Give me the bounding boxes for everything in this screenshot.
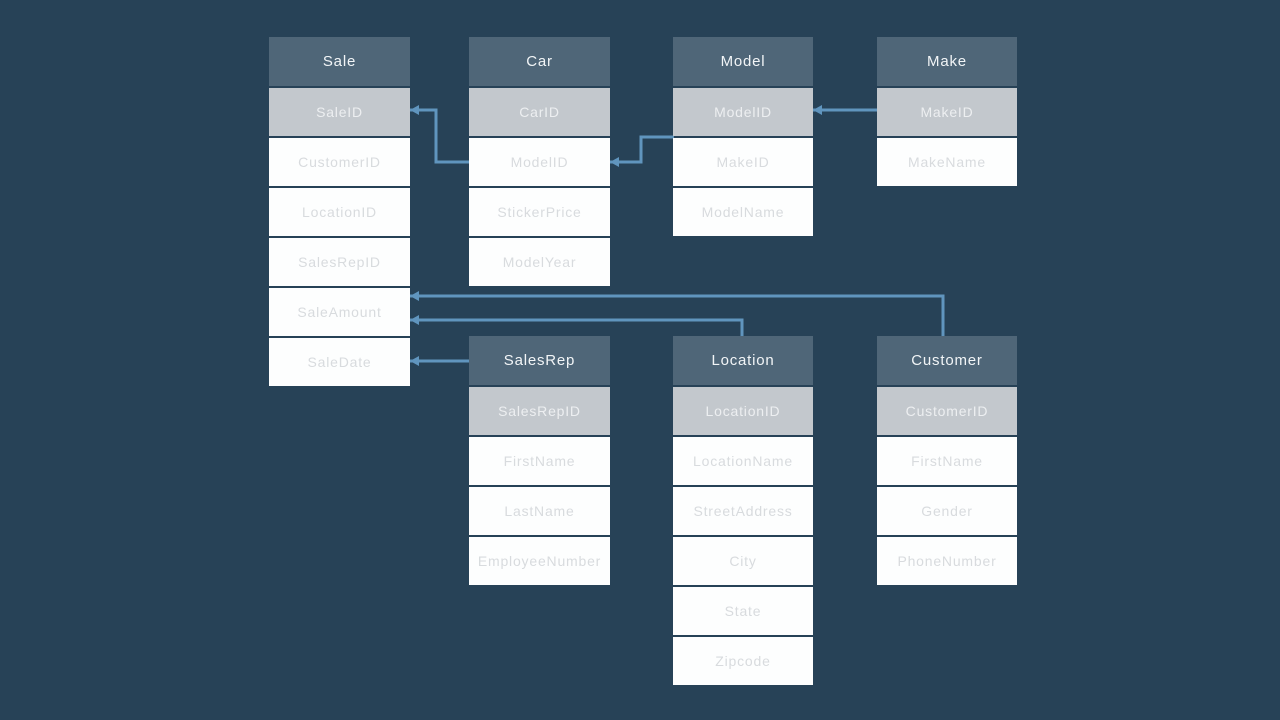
field-row: StreetAddress [673,487,813,535]
field-row: LastName [469,487,610,535]
field-row: Gender [877,487,1017,535]
field-row: City [673,537,813,585]
field-row: CustomerID [269,138,410,186]
field-row: EmployeeNumber [469,537,610,585]
field-row: SaleAmount [269,288,410,336]
pk-field-row: MakeID [877,88,1017,136]
pk-field-row: CarID [469,88,610,136]
table-title: Car [469,37,610,86]
field-row: MakeID [673,138,813,186]
field-row: LocationName [673,437,813,485]
field-row: SaleDate [269,338,410,386]
pk-field-row: LocationID [673,387,813,435]
pk-field-row: SalesRepID [469,387,610,435]
table-title: SalesRep [469,336,610,385]
table-title: Sale [269,37,410,86]
field-row: LocationID [269,188,410,236]
table-title: Model [673,37,813,86]
table-title: Make [877,37,1017,86]
field-row: FirstName [877,437,1017,485]
field-row: FirstName [469,437,610,485]
field-row: ModelName [673,188,813,236]
field-row: ModelYear [469,238,610,286]
pk-field-row: CustomerID [877,387,1017,435]
field-row: Zipcode [673,637,813,685]
pk-field-row: ModelID [673,88,813,136]
field-row: PhoneNumber [877,537,1017,585]
pk-field-row: SaleID [269,88,410,136]
field-row: StickerPrice [469,188,610,236]
field-row: SalesRepID [269,238,410,286]
field-row: ModelID [469,138,610,186]
table-title: Location [673,336,813,385]
field-row: State [673,587,813,635]
field-row: MakeName [877,138,1017,186]
table-title: Customer [877,336,1017,385]
